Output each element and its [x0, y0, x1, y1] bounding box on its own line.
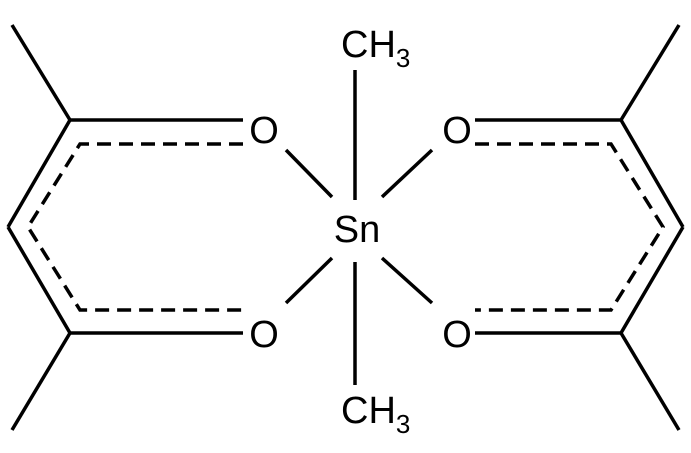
right-c-c-top-bond [619, 119, 685, 228]
right-methyl-top-bond [619, 24, 681, 121]
oxygen-bottom-left-label: O [249, 314, 279, 356]
right-c-c-bottom-bond [619, 226, 685, 334]
left-c-c-bottom-bond [6, 226, 72, 334]
methyl-bottom-text: CH [341, 390, 396, 432]
oxygen-bottom-right-label: O [442, 314, 472, 356]
left-methyl-bottom-bond [10, 332, 72, 431]
methyl-top-label: CH3 [341, 24, 410, 73]
left-methyl-top-bond [10, 24, 72, 121]
oxygen-top-left-label: O [249, 110, 279, 152]
sn-o-bottom-right-bond [380, 256, 434, 305]
right-acac-ligand [475, 24, 685, 431]
methyl-top-text: CH [341, 24, 396, 66]
methyl-bottom-subscript: 3 [396, 409, 410, 439]
sn-o-top-right-bond [380, 148, 434, 199]
sn-o-top-left-bond [284, 148, 334, 199]
methyl-top-subscript: 3 [396, 43, 410, 73]
sn-o-bottom-left-bond [284, 256, 334, 305]
left-c-c-top-bond [6, 119, 72, 228]
methyl-bottom-label: CH3 [341, 390, 410, 439]
left-delocalized-bond [25, 142, 243, 312]
sn-atom-label: Sn [334, 209, 380, 251]
right-delocalized-bond [475, 142, 666, 312]
oxygen-top-right-label: O [442, 110, 472, 152]
left-acac-ligand [6, 24, 243, 431]
right-methyl-bottom-bond [619, 332, 681, 431]
